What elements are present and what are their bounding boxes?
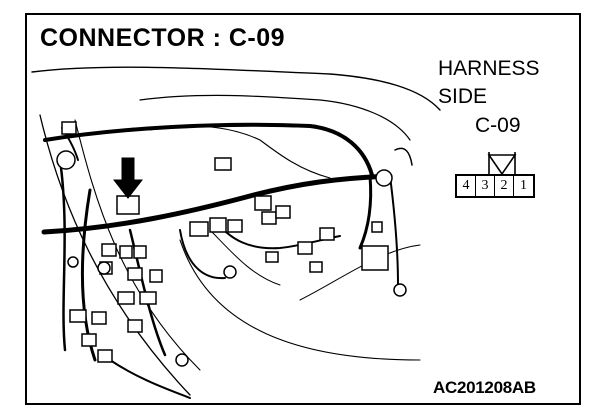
harness-side-label-line2: SIDE xyxy=(438,85,488,108)
main-harness-lower xyxy=(41,173,393,235)
locator-arrow xyxy=(112,157,144,199)
connector-block xyxy=(127,319,143,333)
connector-block xyxy=(214,157,232,171)
connector-block xyxy=(61,121,77,135)
harness-tail-right xyxy=(394,147,413,166)
harness-grommet xyxy=(375,169,393,187)
ground-terminal xyxy=(175,353,189,367)
ground-terminal xyxy=(393,283,407,297)
harness-side-label-line1: HARNESS xyxy=(438,57,540,80)
connector-block xyxy=(319,227,335,241)
pin-cell: 3 xyxy=(476,176,495,196)
connector-block xyxy=(254,195,272,211)
connector-block xyxy=(297,241,313,255)
connector-block xyxy=(261,211,277,225)
pin-cell: 1 xyxy=(520,178,527,193)
connector-block xyxy=(275,205,291,219)
connector-block xyxy=(119,245,133,259)
connector-block xyxy=(81,333,97,347)
ground-terminal xyxy=(223,265,237,279)
connector-block xyxy=(265,251,279,263)
connector-block xyxy=(69,309,87,323)
dashboard-outline xyxy=(31,66,441,111)
connector-block xyxy=(361,245,389,271)
figure-code: AC201208AB xyxy=(433,378,536,397)
connector-block xyxy=(189,221,209,237)
dashboard-right-edge xyxy=(299,244,421,301)
connector-block xyxy=(97,349,113,363)
connector-block xyxy=(127,267,143,281)
harness-branch-down xyxy=(389,175,399,286)
connector-block xyxy=(139,291,157,305)
connector-key-housing xyxy=(488,152,516,174)
connector-block xyxy=(209,217,227,233)
page-title: CONNECTOR : C-09 xyxy=(40,24,286,52)
connector-block xyxy=(149,269,163,283)
steering-column-outline xyxy=(209,229,281,286)
pin-cell: 2 xyxy=(495,176,514,196)
pin-cell: 4 xyxy=(457,176,476,196)
connector-block xyxy=(309,261,323,273)
harness-branch-right xyxy=(358,174,373,250)
connector-block xyxy=(91,311,107,325)
dashboard-right-body xyxy=(179,239,421,361)
harness-connector-id: C-09 xyxy=(475,114,521,137)
harness-branch-lower-center xyxy=(179,229,226,280)
connector-pin-layout: 4 3 2 1 xyxy=(455,174,535,198)
harness-wire-bottom xyxy=(109,359,191,399)
connector-key-notch xyxy=(487,154,517,176)
harness-clip xyxy=(67,256,79,268)
connector-block xyxy=(133,245,147,259)
connector-block xyxy=(227,219,243,233)
dashboard-panel-upper xyxy=(139,94,411,141)
connector-block xyxy=(371,221,383,233)
connector-block xyxy=(117,291,135,305)
main-harness-upper xyxy=(43,122,374,177)
connector-block xyxy=(101,243,117,257)
dashboard-left-pillar xyxy=(39,114,191,396)
harness-clip xyxy=(97,261,111,275)
dashboard-panel-lower xyxy=(149,125,331,179)
harness-branch-left-mid xyxy=(58,158,67,352)
harness-grommet xyxy=(56,150,76,170)
